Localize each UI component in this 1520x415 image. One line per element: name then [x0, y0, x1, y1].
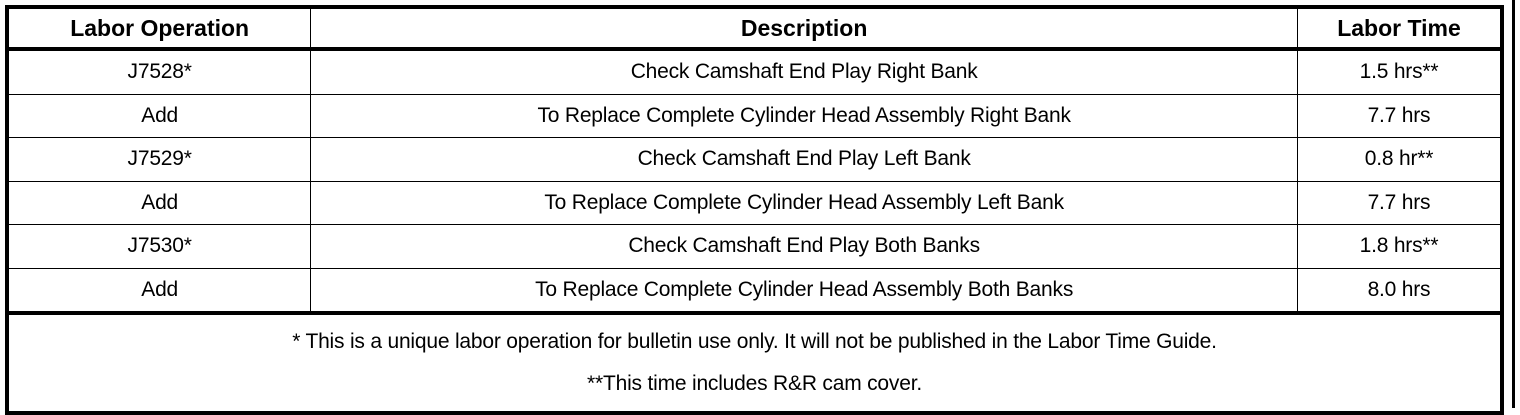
table-header: Labor Operation Description Labor Time — [6, 6, 1503, 51]
labor-operation-table: Labor Operation Description Labor Time J… — [5, 5, 1504, 415]
cell-description: To Replace Complete Cylinder Head Assemb… — [310, 93, 1298, 138]
cell-description: Check Camshaft End Play Both Banks — [310, 224, 1298, 269]
column-header-labor-operation: Labor Operation — [6, 6, 312, 51]
table-footnote-row: * This is a unique labor operation for b… — [6, 312, 1503, 414]
table-row: Add To Replace Complete Cylinder Head As… — [6, 267, 1503, 315]
cell-description: Check Camshaft End Play Left Bank — [310, 137, 1298, 182]
footnote-spacer — [9, 353, 1500, 373]
column-header-description: Description — [310, 6, 1298, 51]
table-row: J7529* Check Camshaft End Play Left Bank… — [6, 137, 1503, 182]
cell-labor-operation: Add — [6, 93, 312, 138]
cell-labor-time: 1.5 hrs** — [1296, 48, 1503, 95]
cell-labor-operation: J7528* — [6, 48, 312, 95]
page-edge-rule — [1512, 0, 1515, 408]
cell-labor-operation: Add — [6, 180, 312, 225]
cell-labor-time: 7.7 hrs — [1296, 180, 1503, 225]
cell-labor-operation: Add — [6, 267, 312, 315]
cell-labor-time: 8.0 hrs — [1296, 267, 1503, 315]
table-row: J7528* Check Camshaft End Play Right Ban… — [6, 48, 1503, 95]
table-row: J7530* Check Camshaft End Play Both Bank… — [6, 224, 1503, 269]
footnote-double-asterisk: **This time includes R&R cam cover. — [587, 372, 922, 395]
table-body: J7528* Check Camshaft End Play Right Ban… — [6, 48, 1503, 414]
cell-description: To Replace Complete Cylinder Head Assemb… — [310, 180, 1298, 225]
cell-labor-operation: J7530* — [6, 224, 312, 269]
cell-description: To Replace Complete Cylinder Head Assemb… — [310, 267, 1298, 315]
table-row: Add To Replace Complete Cylinder Head As… — [6, 93, 1503, 138]
table-row: Add To Replace Complete Cylinder Head As… — [6, 180, 1503, 225]
column-header-labor-time: Labor Time — [1296, 6, 1503, 51]
footnote-cell: * This is a unique labor operation for b… — [6, 312, 1503, 414]
cell-labor-time: 0.8 hr** — [1296, 137, 1503, 182]
cell-description: Check Camshaft End Play Right Bank — [310, 48, 1298, 95]
table-header-row: Labor Operation Description Labor Time — [6, 6, 1503, 51]
cell-labor-operation: J7529* — [6, 137, 312, 182]
cell-labor-time: 7.7 hrs — [1296, 93, 1503, 138]
footnote-single-asterisk: * This is a unique labor operation for b… — [292, 329, 1217, 353]
cell-labor-time: 1.8 hrs** — [1296, 224, 1503, 269]
